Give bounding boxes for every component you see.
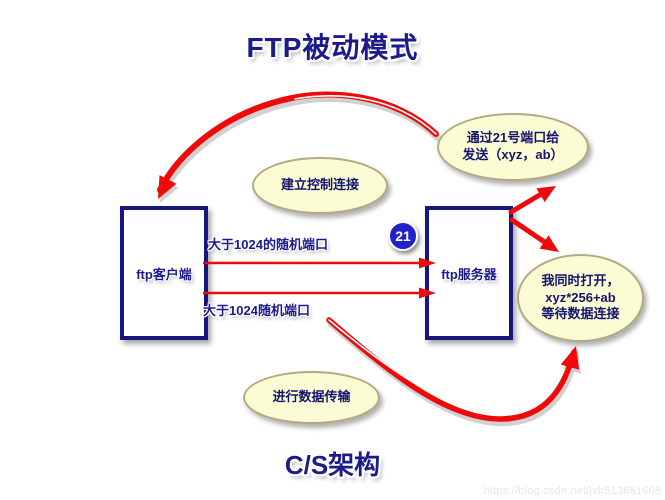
label-random-port-upper-number: 1024 xyxy=(234,237,263,252)
bubble-data-transfer-text: 进行数据传输 xyxy=(272,389,351,405)
label-random-port-lower-prefix: 大于 xyxy=(203,303,230,318)
bubble-port21: 通过21号端口给 发送（xyz，ab） xyxy=(437,113,589,181)
node-ftp-client: ftp客户端 xyxy=(120,206,208,340)
bubble-open-wait-text: 我同时打开， xyz*256+ab 等待数据连接 xyxy=(541,272,620,322)
page-title: FTP被动模式 xyxy=(246,32,419,63)
label-random-port-lower-suffix: 随机端口 xyxy=(257,303,310,318)
port-21-badge: 21 xyxy=(388,221,418,251)
label-random-port-upper: 大于1024的随机端口 xyxy=(208,234,328,253)
footer-title: C/S架构 xyxy=(284,450,381,480)
watermark-url: https://blog.csdn.net/jxb513651608 xyxy=(483,485,661,497)
label-random-port-lower-number: 1024 xyxy=(229,303,258,318)
arrow-server-to-openwait xyxy=(509,217,559,252)
bubble-open-wait: 我同时打开， xyz*256+ab 等待数据连接 xyxy=(517,254,644,342)
node-ftp-client-label: ftp客户端 xyxy=(136,266,192,282)
bubble-control-connection-text: 建立控制连接 xyxy=(280,177,359,193)
bubble-data-transfer: 进行数据传输 xyxy=(243,371,380,424)
bubble-control-connection: 建立控制连接 xyxy=(252,157,388,214)
arrow-random-port-lower xyxy=(203,287,436,299)
node-ftp-server: ftp服务器 xyxy=(425,206,513,340)
node-ftp-server-label: ftp服务器 xyxy=(441,266,497,282)
label-random-port-upper-prefix: 大于 xyxy=(208,237,235,252)
label-random-port-upper-suffix: 的随机端口 xyxy=(262,237,328,252)
port-21-badge-text: 21 xyxy=(395,228,411,244)
label-random-port-lower: 大于1024随机端口 xyxy=(203,300,310,319)
bubble-port21-text: 通过21号端口给 发送（xyz，ab） xyxy=(462,130,564,162)
arrow-random-port-upper xyxy=(203,257,436,269)
arrow-server-to-port21 xyxy=(508,186,556,215)
